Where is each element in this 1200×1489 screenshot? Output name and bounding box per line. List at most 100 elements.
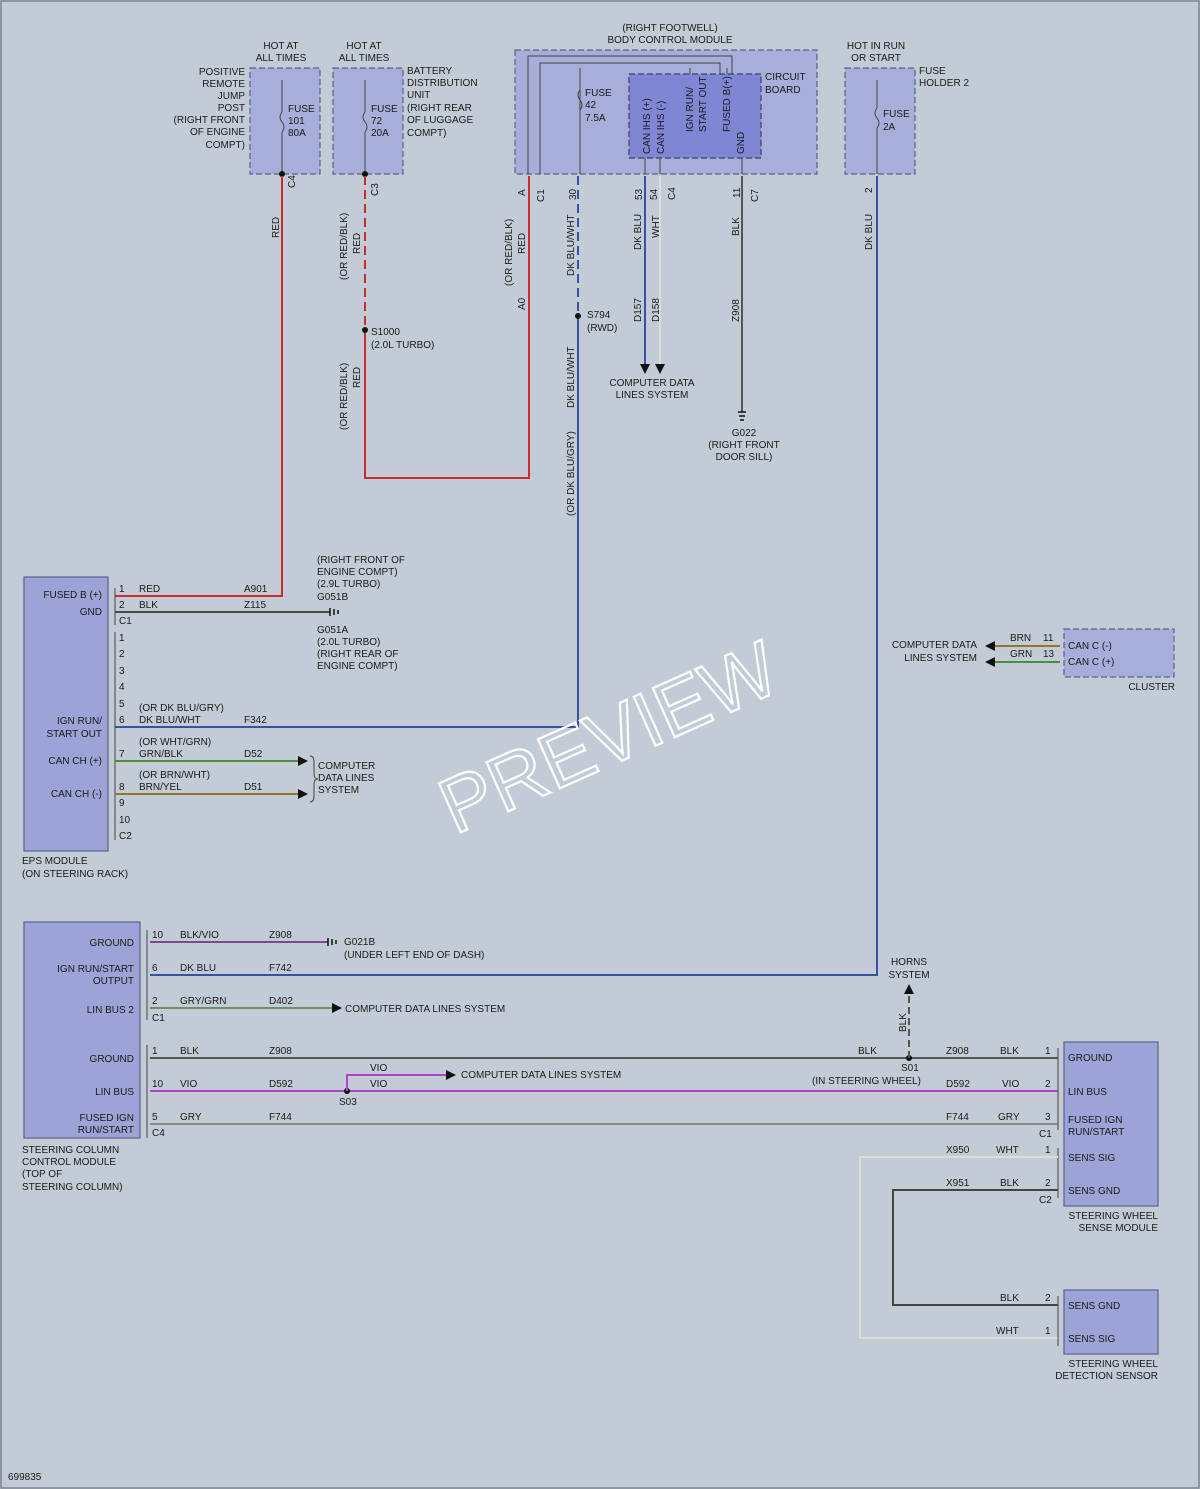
svg-text:BODY CONTROL MODULE: BODY CONTROL MODULE (607, 35, 732, 46)
svg-text:COMPUTER DATA: COMPUTER DATA (892, 640, 978, 651)
svg-text:D592: D592 (946, 1079, 970, 1090)
svg-text:(RIGHT REAR OF: (RIGHT REAR OF (317, 649, 398, 660)
svg-text:IGN RUN/START: IGN RUN/START (57, 964, 134, 975)
svg-text:C1: C1 (1039, 1129, 1052, 1140)
svg-text:SENS SIG: SENS SIG (1068, 1153, 1115, 1164)
svg-text:F742: F742 (269, 963, 292, 974)
svg-text:F744: F744 (946, 1112, 969, 1123)
svg-text:CAN IHS (-): CAN IHS (-) (656, 101, 667, 154)
svg-text:42: 42 (585, 100, 597, 111)
svg-text:72: 72 (371, 116, 383, 127)
svg-text:EPS MODULE: EPS MODULE (22, 856, 88, 867)
svg-text:X951: X951 (946, 1178, 970, 1189)
svg-text:GND: GND (736, 132, 747, 154)
svg-text:DOOR SILL): DOOR SILL) (716, 452, 773, 463)
svg-text:FUSE: FUSE (585, 88, 612, 99)
svg-text:HOLDER 2: HOLDER 2 (919, 78, 969, 89)
svg-text:7.5A: 7.5A (585, 113, 606, 124)
svg-text:LIN BUS: LIN BUS (95, 1087, 134, 1098)
svg-text:8: 8 (119, 782, 125, 793)
svg-text:UNIT: UNIT (407, 90, 430, 101)
svg-text:LIN BUS 2: LIN BUS 2 (87, 1005, 135, 1016)
svg-text:COMPUTER DATA LINES SYSTEM: COMPUTER DATA LINES SYSTEM (461, 1070, 621, 1081)
svg-text:FUSED IGN: FUSED IGN (1068, 1115, 1122, 1126)
svg-text:D51: D51 (244, 782, 263, 793)
svg-text:VIO: VIO (370, 1079, 387, 1090)
fuse-72-block: HOT AT ALL TIMES FUSE 72 20A BATTERY DIS… (332, 41, 478, 196)
svg-text:REMOTE: REMOTE (202, 79, 245, 90)
svg-text:POST: POST (218, 103, 245, 114)
svg-text:1: 1 (1045, 1046, 1051, 1057)
svg-text:BLK/VIO: BLK/VIO (180, 930, 219, 941)
svg-text:DK BLU/WHT: DK BLU/WHT (566, 346, 577, 408)
svg-text:GRY: GRY (998, 1112, 1020, 1123)
svg-text:VIO: VIO (1002, 1079, 1019, 1090)
svg-text:LINES SYSTEM: LINES SYSTEM (904, 653, 977, 664)
svg-text:A: A (517, 189, 528, 196)
svg-text:6: 6 (119, 715, 125, 726)
steering-column-control-module: GROUND IGN RUN/START OUTPUT LIN BUS 2 GR… (22, 921, 1058, 1193)
svg-text:30: 30 (568, 188, 579, 200)
svg-text:CLUSTER: CLUSTER (1128, 682, 1175, 693)
svg-text:CIRCUIT: CIRCUIT (765, 72, 806, 83)
svg-text:HOT AT: HOT AT (263, 41, 298, 52)
svg-text:Z908: Z908 (946, 1046, 969, 1057)
svg-text:BLK: BLK (180, 1046, 199, 1057)
svg-text:OR START: OR START (851, 53, 901, 64)
svg-text:80A: 80A (288, 128, 306, 139)
svg-text:ENGINE COMPT): ENGINE COMPT) (317, 661, 398, 672)
svg-text:4: 4 (119, 682, 125, 693)
svg-text:OUTPUT: OUTPUT (93, 976, 134, 987)
svg-text:ENGINE COMPT): ENGINE COMPT) (317, 567, 398, 578)
svg-text:2: 2 (864, 187, 875, 193)
svg-text:BLK: BLK (731, 217, 742, 236)
svg-text:DK BLU: DK BLU (864, 214, 875, 250)
fuse-72-box (332, 67, 404, 175)
svg-text:F342: F342 (244, 715, 267, 726)
svg-text:7: 7 (119, 749, 125, 760)
svg-text:BATTERY: BATTERY (407, 66, 453, 77)
svg-text:G021B: G021B (344, 937, 375, 948)
svg-text:(OR RED/BLK): (OR RED/BLK) (339, 213, 350, 280)
svg-text:D402: D402 (269, 996, 293, 1007)
svg-text:WHT: WHT (996, 1145, 1019, 1156)
svg-text:10: 10 (119, 815, 131, 826)
svg-text:1: 1 (152, 1046, 158, 1057)
svg-text:3: 3 (1045, 1112, 1051, 1123)
svg-text:SENS GND: SENS GND (1068, 1186, 1120, 1197)
svg-text:(OR RED/BLK): (OR RED/BLK) (504, 219, 515, 286)
svg-text:C3: C3 (370, 183, 381, 196)
svg-text:101: 101 (288, 116, 305, 127)
svg-text:SENS GND: SENS GND (1068, 1301, 1120, 1312)
svg-text:Z908: Z908 (269, 930, 292, 941)
svg-text:BRN: BRN (1010, 633, 1031, 644)
svg-text:2: 2 (119, 649, 125, 660)
svg-text:20A: 20A (371, 128, 389, 139)
top-wires: RED S1000 (2.0L TURBO) RED (OR RED/BLK) … (115, 176, 878, 976)
svg-text:SENS SIG: SENS SIG (1068, 1334, 1115, 1345)
svg-text:G051B: G051B (317, 592, 348, 603)
svg-text:POSITIVE: POSITIVE (199, 67, 245, 78)
svg-text:HORNS: HORNS (891, 957, 927, 968)
svg-text:CAN CH (+): CAN CH (+) (48, 756, 102, 767)
svg-text:DETECTION SENSOR: DETECTION SENSOR (1055, 1371, 1158, 1382)
svg-text:13: 13 (1043, 649, 1055, 660)
svg-text:STEERING COLUMN): STEERING COLUMN) (22, 1182, 123, 1193)
svg-text:COMPUTER: COMPUTER (318, 761, 375, 772)
svg-text:FUSE: FUSE (919, 66, 946, 77)
svg-text:GND: GND (80, 607, 102, 618)
svg-text:S794: S794 (587, 310, 611, 321)
svg-text:WHT: WHT (651, 215, 662, 238)
svg-text:CONTROL MODULE: CONTROL MODULE (22, 1157, 116, 1168)
svg-text:BOARD: BOARD (765, 85, 801, 96)
svg-text:C1: C1 (119, 616, 132, 627)
svg-text:C4: C4 (667, 187, 678, 200)
svg-text:COMPUTER DATA LINES SYSTEM: COMPUTER DATA LINES SYSTEM (345, 1004, 505, 1015)
svg-text:DK BLU: DK BLU (180, 963, 216, 974)
figure-id: 699835 (8, 1472, 42, 1483)
svg-text:HOT AT: HOT AT (346, 41, 381, 52)
svg-text:BRN/YEL: BRN/YEL (139, 782, 182, 793)
svg-text:STEERING WHEEL: STEERING WHEEL (1069, 1359, 1159, 1370)
svg-text:FUSED B (+): FUSED B (+) (43, 590, 102, 601)
